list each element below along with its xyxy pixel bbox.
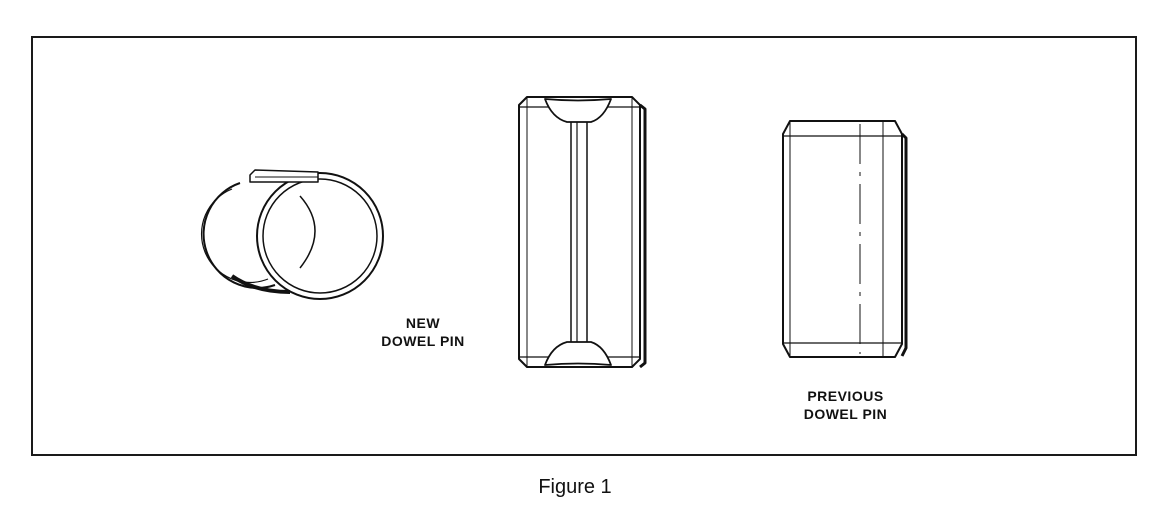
sleeve-shadow: [230, 274, 291, 294]
new-pin-outline: [518, 96, 641, 368]
previous-pin-label-line2: DOWEL PIN: [803, 406, 888, 422]
previous-pin-label-line1: PREVIOUS: [807, 388, 884, 404]
previous-dowel-pin-drawing: [782, 120, 908, 358]
new-pin-top-slot: [544, 98, 612, 123]
new-pin-bottom-slot: [544, 341, 612, 366]
previous-dowel-pin-label: PREVIOUS DOWEL PIN: [788, 387, 903, 423]
split-pin-end-view: [200, 169, 384, 300]
previous-pin-outline: [782, 120, 903, 358]
sleeve-tab: [249, 169, 319, 183]
new-dowel-pin-drawing: [518, 96, 647, 369]
sleeve-gap-edge: [299, 195, 316, 269]
figure-caption: Figure 1: [538, 476, 612, 498]
new-pin-label-line2: DOWEL PIN: [381, 333, 465, 349]
sleeve-front-edge: [202, 182, 276, 289]
figure-frame: [31, 36, 1137, 456]
sleeve-outer-ring: [256, 172, 384, 300]
new-dowel-pin-label: NEW DOWEL PIN: [368, 314, 478, 350]
sleeve-front-inner-edge: [200, 188, 269, 284]
sleeve-inner-ring: [262, 178, 378, 294]
new-pin-label-line1: NEW: [405, 315, 441, 331]
new-pin-shadow: [639, 103, 647, 369]
previous-pin-shadow: [900, 132, 908, 357]
